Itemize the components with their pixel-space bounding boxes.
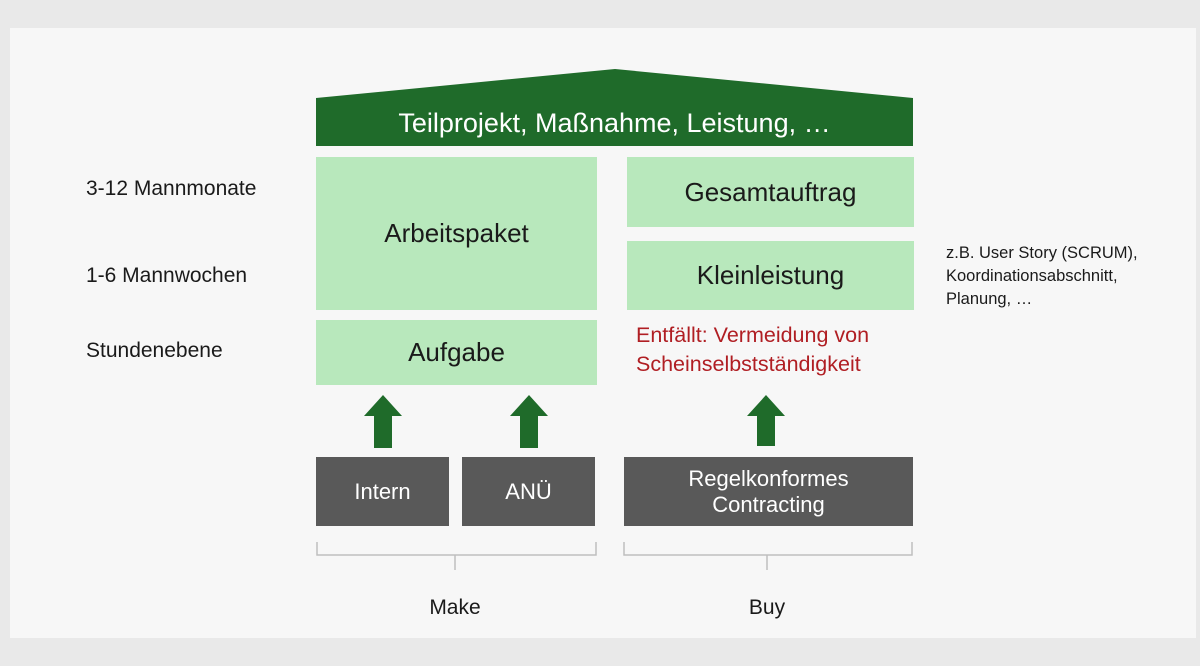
dropped-note: Entfällt: Vermeidung von Scheinselbststä… (636, 323, 870, 376)
work-package-box: Arbeitspaket (316, 157, 597, 310)
arrow-up-contracting (747, 395, 785, 446)
small-service-box: Kleinleistung (627, 241, 914, 310)
arrow-up-anue (510, 395, 548, 448)
arrow-up-intern (364, 395, 402, 448)
make-caption: Make (429, 596, 481, 619)
source-anue-box: ANÜ (462, 457, 595, 526)
level-label-months: 3-12 Mannmonate (86, 177, 257, 200)
roof-shape (316, 69, 913, 146)
source-contracting-box: Regelkonformes Contracting (624, 457, 913, 526)
source-intern-box: Intern (316, 457, 449, 526)
buy-caption: Buy (748, 596, 786, 619)
brace-buy (623, 542, 913, 570)
side-note: z.B. User Story (SCRUM), Koordinationsab… (946, 244, 1138, 308)
brace-make (316, 542, 597, 570)
level-label-weeks: 1-6 Mannwochen (86, 264, 248, 287)
total-order-box: Gesamtauftrag (627, 157, 914, 227)
level-label-hours: Stundenebene (86, 339, 223, 362)
roof-title: Teilprojekt, Maßnahme, Leistung, … (398, 107, 831, 138)
task-box: Aufgabe (316, 320, 597, 385)
